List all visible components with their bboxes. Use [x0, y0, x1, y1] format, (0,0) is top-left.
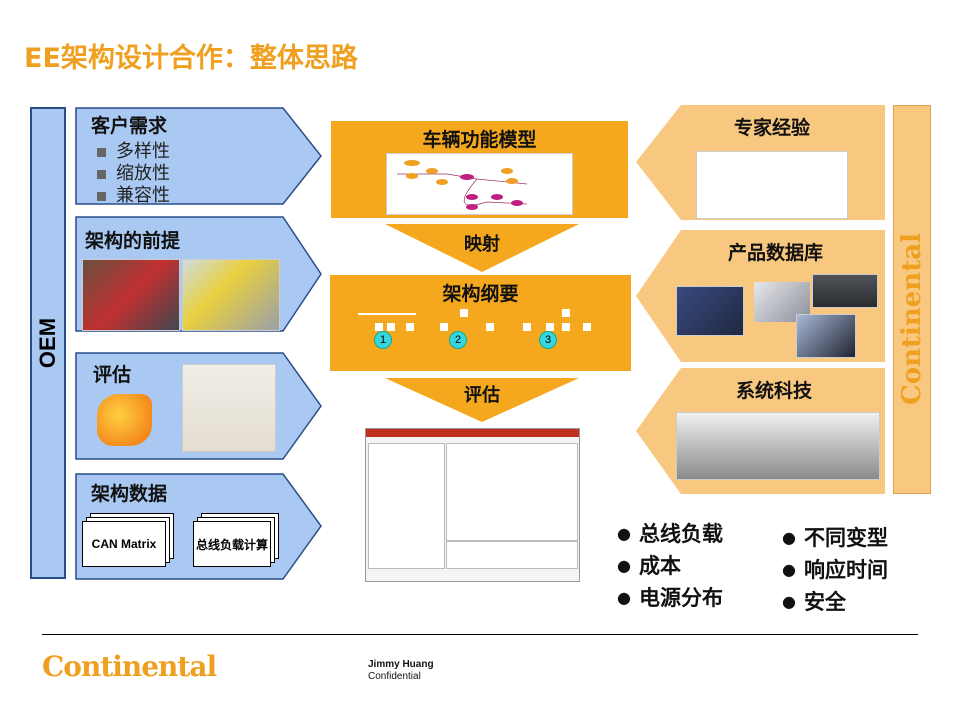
oem-label: OEM — [35, 317, 60, 369]
panel-expert-experience: 专家经验 — [636, 105, 886, 220]
square-bullet-icon — [97, 191, 106, 201]
panel-architecture-premise: 架构的前提 — [75, 216, 323, 332]
panel-product-database: 产品数据库 — [636, 230, 886, 362]
classification: Confidential — [368, 671, 421, 682]
arrow-label: 评估 — [464, 385, 500, 406]
panel-system-technology: 系统科技 — [636, 368, 886, 494]
bullet-item: 电源分布 — [617, 582, 723, 614]
marker-1: 1 — [374, 331, 392, 349]
radio-unit-photo — [812, 274, 878, 308]
continental-logo: Continental — [42, 650, 217, 683]
panel-label: 评估 — [93, 364, 132, 386]
ecu-product-photo — [676, 286, 744, 336]
evaluate-down-arrow: 评估 — [385, 378, 579, 422]
factory-photo — [82, 259, 180, 331]
bus-load-calc-document: 总线负载计算 — [193, 521, 271, 567]
oem-bar: OEM — [30, 107, 66, 579]
panel-architecture-data: 架构数据 CAN Matrix 总线负载计算 — [75, 473, 323, 580]
bullet-list-right: 不同变型 响应时间 安全 — [782, 522, 888, 618]
evaluation-3d-icon — [97, 394, 152, 446]
expert-diagram-stack — [696, 151, 848, 219]
panel-label: 专家经验 — [734, 117, 811, 139]
footer-info: Jimmy Huang Confidential — [368, 659, 434, 683]
panel-customer-requirements: 客户需求 多样性 缩放性 兼容性 — [75, 107, 323, 207]
mapping-down-arrow: 映射 — [385, 224, 579, 272]
engine-photo — [182, 259, 280, 331]
bullet-item: 不同变型 — [782, 522, 888, 554]
architecture-outline-box: 架构纲要 1 2 3 — [330, 275, 631, 371]
bullet-item: 多样性 — [97, 141, 170, 163]
footer-divider — [42, 634, 918, 635]
brand-text: Continental — [897, 232, 927, 405]
panel-label: 客户需求 — [91, 115, 168, 137]
framework-screenshot — [676, 412, 880, 480]
function-model-diagram — [386, 153, 573, 215]
circuit-board-photo — [796, 314, 856, 358]
arrow-label: 映射 — [464, 234, 500, 255]
vehicle-function-model-box: 车辆功能模型 — [331, 121, 628, 218]
bullet-item: 总线负载 — [617, 518, 723, 550]
bullet-item: 兼容性 — [97, 185, 170, 207]
bullet-item: 响应时间 — [782, 554, 888, 586]
bullet-item: 缩放性 — [97, 163, 170, 185]
bullet-item: 安全 — [782, 586, 888, 618]
bullet-item: 成本 — [617, 550, 723, 582]
square-bullet-icon — [97, 169, 106, 179]
square-bullet-icon — [97, 147, 106, 157]
panel-label: 架构的前提 — [85, 230, 181, 252]
box-label: 车辆功能模型 — [422, 129, 537, 151]
continental-vertical-logo: Continental — [893, 105, 931, 494]
box-label: 架构纲要 — [442, 283, 519, 305]
can-matrix-document: CAN Matrix — [82, 521, 166, 567]
tool-screenshot — [365, 428, 580, 582]
panel-evaluation: 评估 — [75, 352, 323, 460]
bullet-list-left: 总线负载 成本 电源分布 — [617, 518, 723, 614]
panel-label: 系统科技 — [736, 380, 813, 402]
marker-2: 2 — [449, 331, 467, 349]
slide-title: EE架构设计合作：整体思路 — [24, 43, 358, 74]
balance-scale-photo — [182, 364, 276, 452]
panel-label: 架构数据 — [91, 483, 168, 505]
marker-3: 3 — [539, 331, 557, 349]
panel-label: 产品数据库 — [728, 242, 824, 264]
author: Jimmy Huang — [368, 659, 434, 670]
bus-line — [358, 313, 416, 315]
